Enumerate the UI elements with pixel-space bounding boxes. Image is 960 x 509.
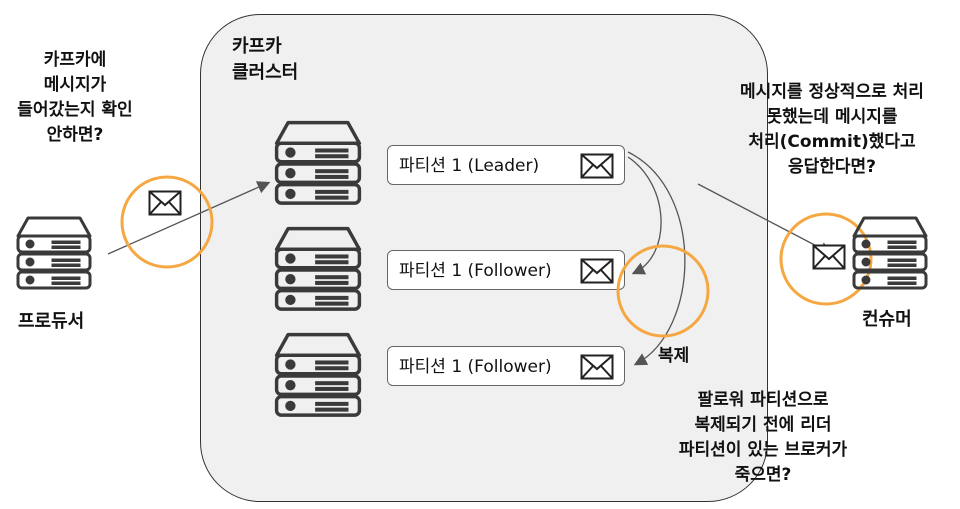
broker-2-server-icon <box>272 222 362 312</box>
producer-server-icon <box>14 214 94 294</box>
replication-risk-highlight <box>616 244 710 338</box>
producer-question-note: 카프카에 메시지가 들어갔는지 확인 안하면? <box>17 50 133 145</box>
consumer-risk-highlight <box>779 212 873 306</box>
partition-leader: 파티션 1 (Leader) <box>387 145 625 185</box>
envelope-icon <box>812 244 846 270</box>
replication-arrow-1 <box>627 156 662 275</box>
consumer-label: 컨슈머 <box>862 309 912 330</box>
broker-3-server-icon <box>272 328 362 418</box>
cluster-to-consumer-arrow <box>697 183 833 255</box>
consumer-question-note: 메시지를 정상적으로 처리 못했는데 메시지를 처리(Commit)했다고 응답… <box>740 82 924 177</box>
envelope-icon <box>148 190 182 216</box>
partition-leader-label: 파티션 1 (Leader) <box>399 156 540 176</box>
producer-to-broker-arrow <box>107 181 271 255</box>
producer-label: 프로듀서 <box>18 311 85 332</box>
consumer-server-icon <box>850 214 930 294</box>
broker-1-server-icon <box>272 116 362 206</box>
partition-follower-1: 파티션 1 (Follower) <box>387 250 625 290</box>
cluster-title-line2: 클러스터 <box>232 62 299 83</box>
partition-follower-2: 파티션 1 (Follower) <box>387 346 625 386</box>
replication-arrow-2 <box>627 151 686 366</box>
cluster-title: 카프카 클러스터 <box>232 34 298 86</box>
envelope-icon <box>580 354 614 380</box>
partition-follower-2-label: 파티션 1 (Follower) <box>399 357 552 377</box>
producer-risk-highlight <box>120 175 214 269</box>
replication-label: 복제 <box>658 346 690 366</box>
cluster-title-line1: 카프카 <box>232 36 282 57</box>
envelope-icon <box>580 258 614 284</box>
broker-failure-question-note: 팔로워 파티션으로 복제되기 전에 리더 파티션이 있는 브로커가 죽으면? <box>678 390 848 485</box>
envelope-icon <box>580 153 614 179</box>
partition-follower-1-label: 파티션 1 (Follower) <box>399 261 552 281</box>
